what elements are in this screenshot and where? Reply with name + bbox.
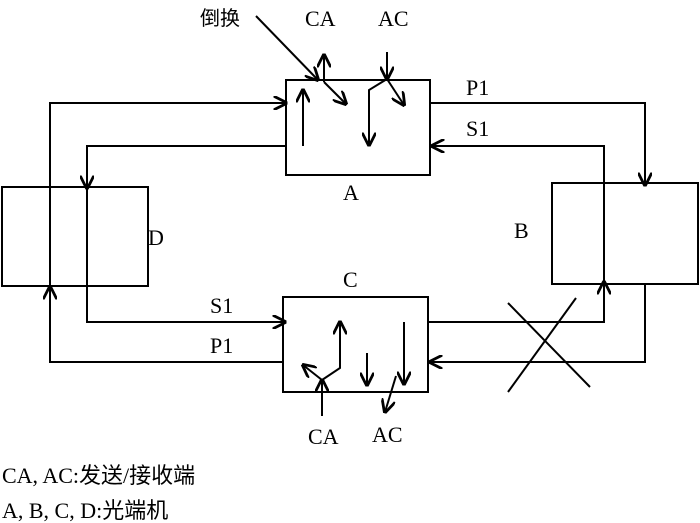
legend-line-2: A, B, C, D:光端机 — [2, 498, 168, 523]
p1-ring-d-to-a — [49, 103, 286, 287]
top-s1-label: S1 — [466, 116, 489, 141]
reverse-pointer — [255, 15, 318, 80]
top-ca-label: CA — [305, 6, 336, 31]
node-d-box — [1, 186, 149, 287]
node-b-label: B — [514, 218, 529, 243]
s1-ring-a-to-d — [87, 145, 286, 188]
a-ac-branch-left — [369, 78, 388, 145]
c-ac-output — [385, 375, 397, 412]
a-ca-branch — [323, 81, 346, 104]
fiber-break-mark-2 — [507, 297, 577, 393]
node-c-box — [282, 296, 429, 393]
fiber-break-mark — [507, 302, 591, 388]
s1-ring-b-to-a — [432, 146, 605, 284]
node-b-box — [551, 182, 699, 285]
c-ca-branch-left — [303, 365, 323, 381]
p1-ring-c-to-d — [50, 287, 283, 363]
top-ac-label: AC — [378, 6, 409, 31]
bottom-ac-label: AC — [372, 422, 403, 447]
a-ac-branch-right — [386, 78, 404, 105]
p1-ring-a-to-b — [430, 102, 645, 185]
s1-ring-c-to-b — [428, 282, 604, 323]
bottom-p1-label: P1 — [210, 333, 233, 358]
legend-line-1: CA, AC:发送/接收端 — [2, 463, 195, 488]
node-d-label: D — [148, 225, 164, 250]
node-a-label: A — [343, 180, 359, 205]
node-c-label: C — [343, 267, 358, 292]
node-a-box — [285, 79, 431, 176]
p1-ring-b-to-c — [430, 284, 646, 362]
reverse-label: 倒换 — [200, 6, 240, 30]
c-ca-branch-right — [321, 322, 340, 381]
bottom-ca-label: CA — [308, 424, 339, 449]
top-p1-label: P1 — [466, 75, 489, 100]
bottom-s1-label: S1 — [210, 293, 233, 318]
s1-ring-d-to-c — [86, 188, 285, 322]
